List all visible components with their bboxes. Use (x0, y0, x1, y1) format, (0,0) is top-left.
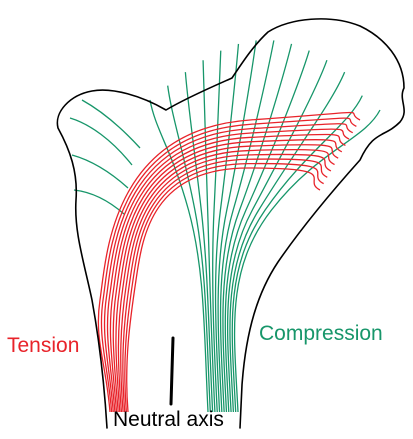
compression-trabecula (72, 155, 128, 188)
compression-label: Compression (259, 322, 383, 345)
tension-label: Tension (7, 334, 79, 357)
compression-trabecula (228, 60, 327, 412)
compression-trabecula (82, 100, 140, 148)
neutral-axis-line (171, 338, 173, 404)
compression-trabecula (74, 190, 124, 214)
compression-trabecula (225, 51, 309, 412)
neutral-axis-label: Neutral axis (113, 408, 224, 431)
tension-trabecula (121, 154, 331, 412)
